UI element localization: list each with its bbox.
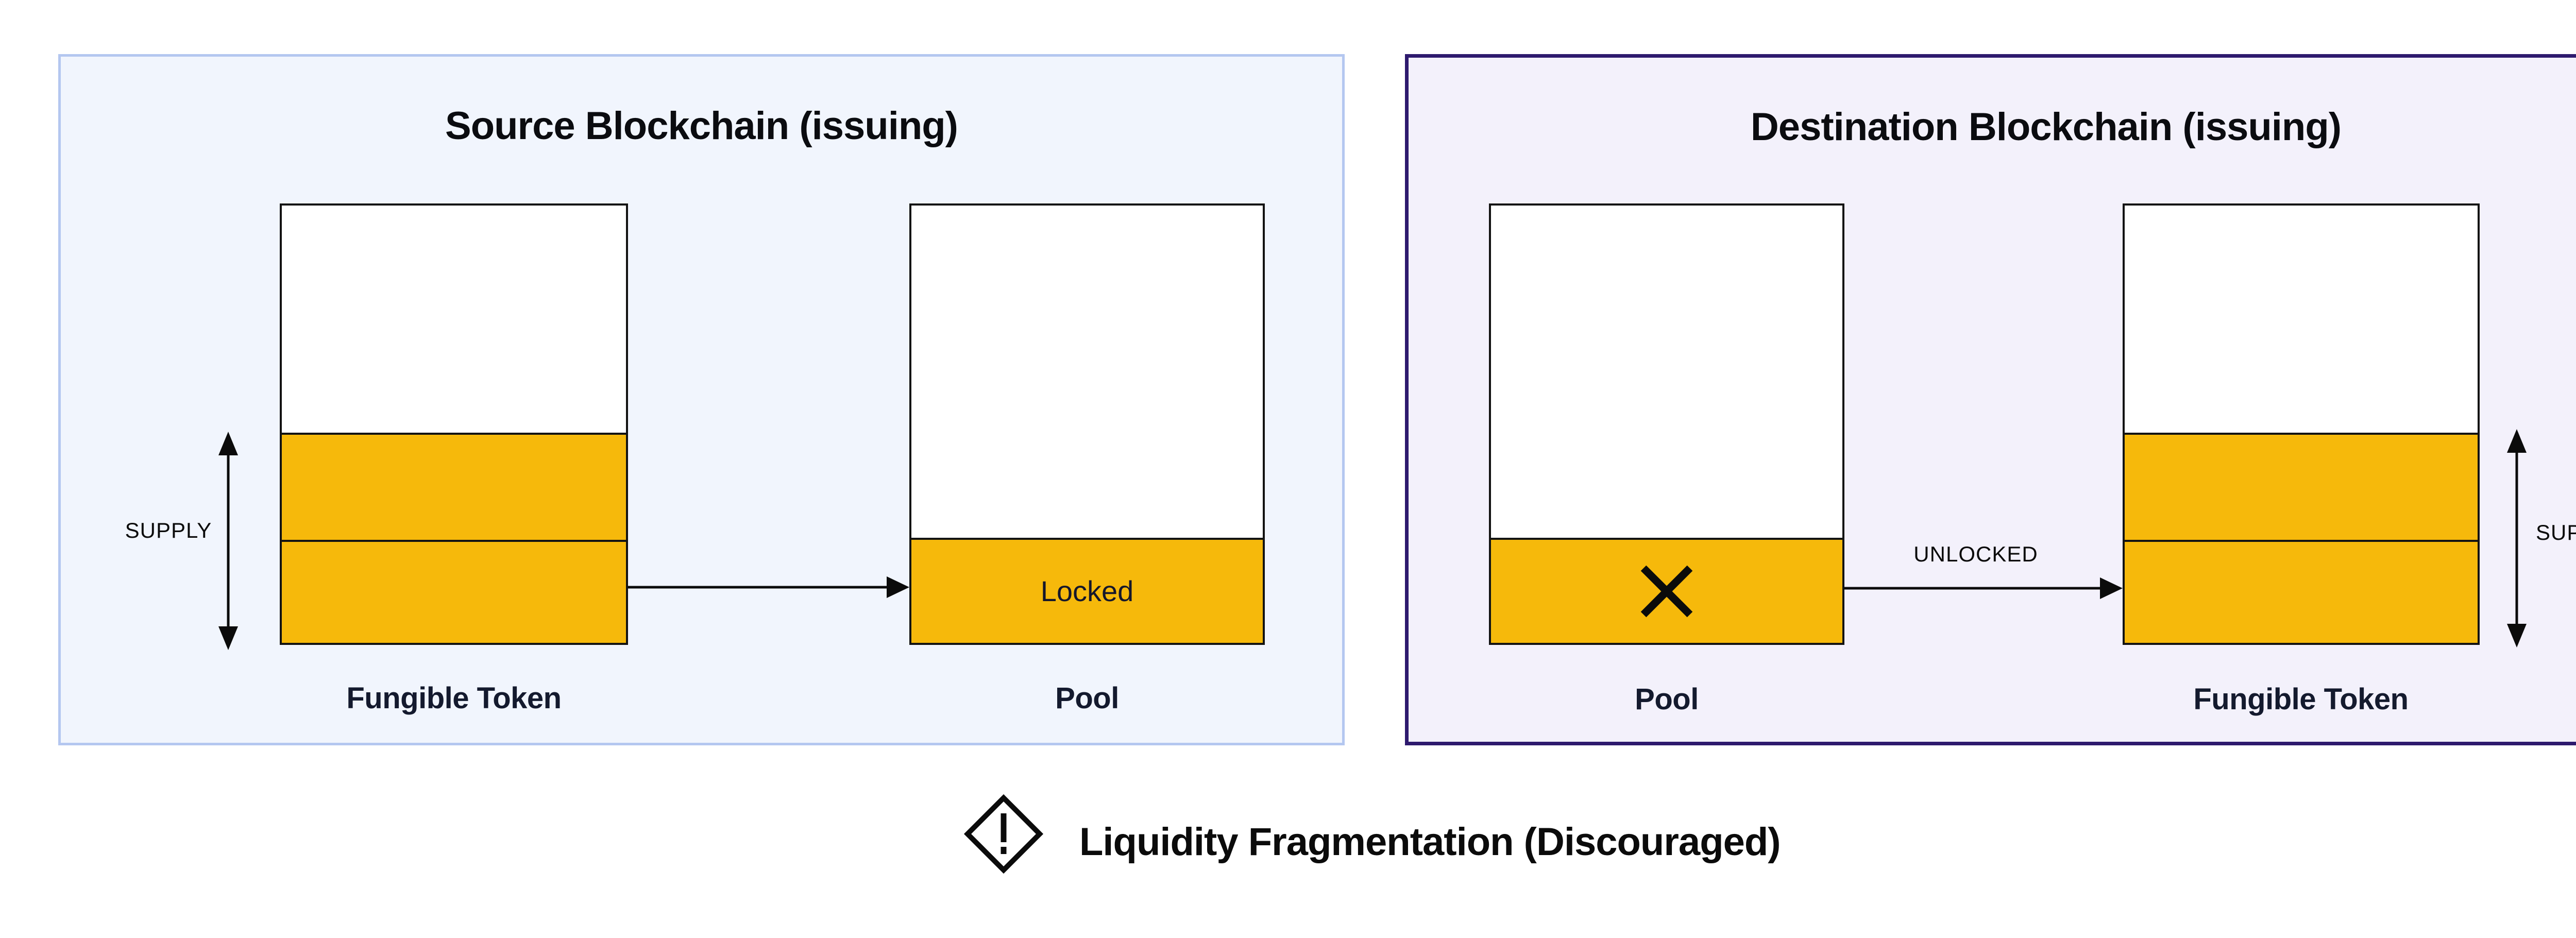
fungible-token-bar-destination <box>2123 203 2480 645</box>
destination-panel-title: Destination Blockchain (issuing) <box>1750 105 2342 149</box>
supply-label-left: SUPPLY <box>125 518 212 542</box>
destination-blockchain-panel: Destination Blockchain (issuing) Pool UN… <box>1405 54 2576 745</box>
pool-bar-destination <box>1489 203 1844 645</box>
supply-label-right: SUPPLY <box>2536 520 2576 544</box>
supply-segment-lower <box>2125 540 2478 643</box>
fungible-token-bar-source <box>280 203 628 645</box>
x-mark-icon <box>1640 565 1693 618</box>
pool-label-destination: Pool <box>1635 683 1699 716</box>
caption-text: Liquidity Fragmentation (Discouraged) <box>1079 820 1781 864</box>
supply-range-arrow-icon <box>218 432 238 650</box>
pool-label-source: Pool <box>1055 681 1119 715</box>
locked-segment: Locked <box>911 538 1263 643</box>
source-blockchain-panel: Source Blockchain (issuing) SUPPLY Fungi… <box>58 54 1345 745</box>
unlock-transfer-arrow-icon <box>1844 577 2123 599</box>
supply-range-arrow-icon <box>2507 429 2527 647</box>
supply-segment-lower <box>282 540 626 643</box>
lock-transfer-arrow-icon <box>628 576 909 598</box>
pool-bar-source: Locked <box>909 203 1265 645</box>
locked-segment-label: Locked <box>1040 575 1134 607</box>
supply-segment-upper <box>2125 433 2478 540</box>
source-panel-title: Source Blockchain (issuing) <box>445 104 958 148</box>
unlocked-label: UNLOCKED <box>1913 542 2038 566</box>
fungible-token-label-destination: Fungible Token <box>2193 683 2409 716</box>
fungible-token-label-source: Fungible Token <box>346 681 562 715</box>
warning-diamond-icon <box>963 794 1044 874</box>
supply-segment-upper <box>282 433 626 540</box>
unlocked-pool-segment <box>1491 538 1842 643</box>
